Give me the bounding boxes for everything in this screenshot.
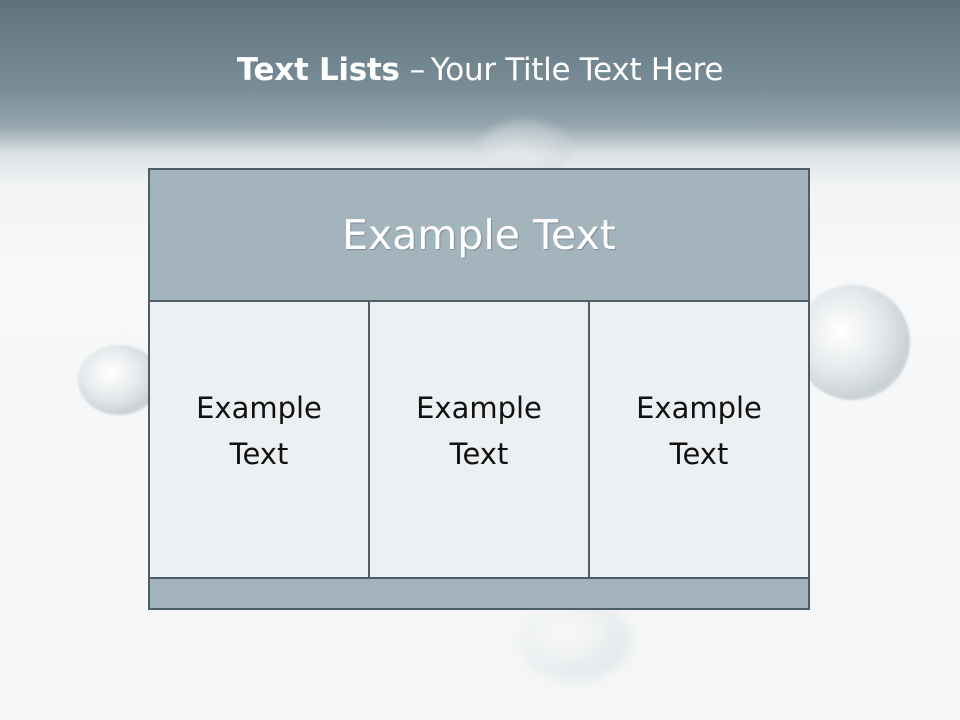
diamond-image-bottom <box>520 600 630 680</box>
title-separator: – <box>409 52 426 88</box>
title-bold: Text Lists <box>236 52 400 88</box>
diamond-image-left <box>78 345 160 415</box>
title-rest: Your Title Text Here <box>430 52 724 88</box>
box-header: Example Text <box>150 170 808 302</box>
column-3-text: Example Text <box>636 390 762 471</box>
column-1: Example Text <box>150 302 370 577</box>
column-3: Example Text <box>590 302 808 577</box>
column-2-text: Example Text <box>416 390 542 471</box>
diamond-image-right <box>795 285 910 400</box>
box-footer <box>150 579 808 608</box>
column-2: Example Text <box>370 302 590 577</box>
column-1-text: Example Text <box>196 390 322 471</box>
slide-title: Text Lists–Your Title Text Here <box>0 52 960 88</box>
box-columns: Example Text Example Text Example Text <box>150 302 808 579</box>
text-list-box: Example Text Example Text Example Text E… <box>148 168 810 610</box>
